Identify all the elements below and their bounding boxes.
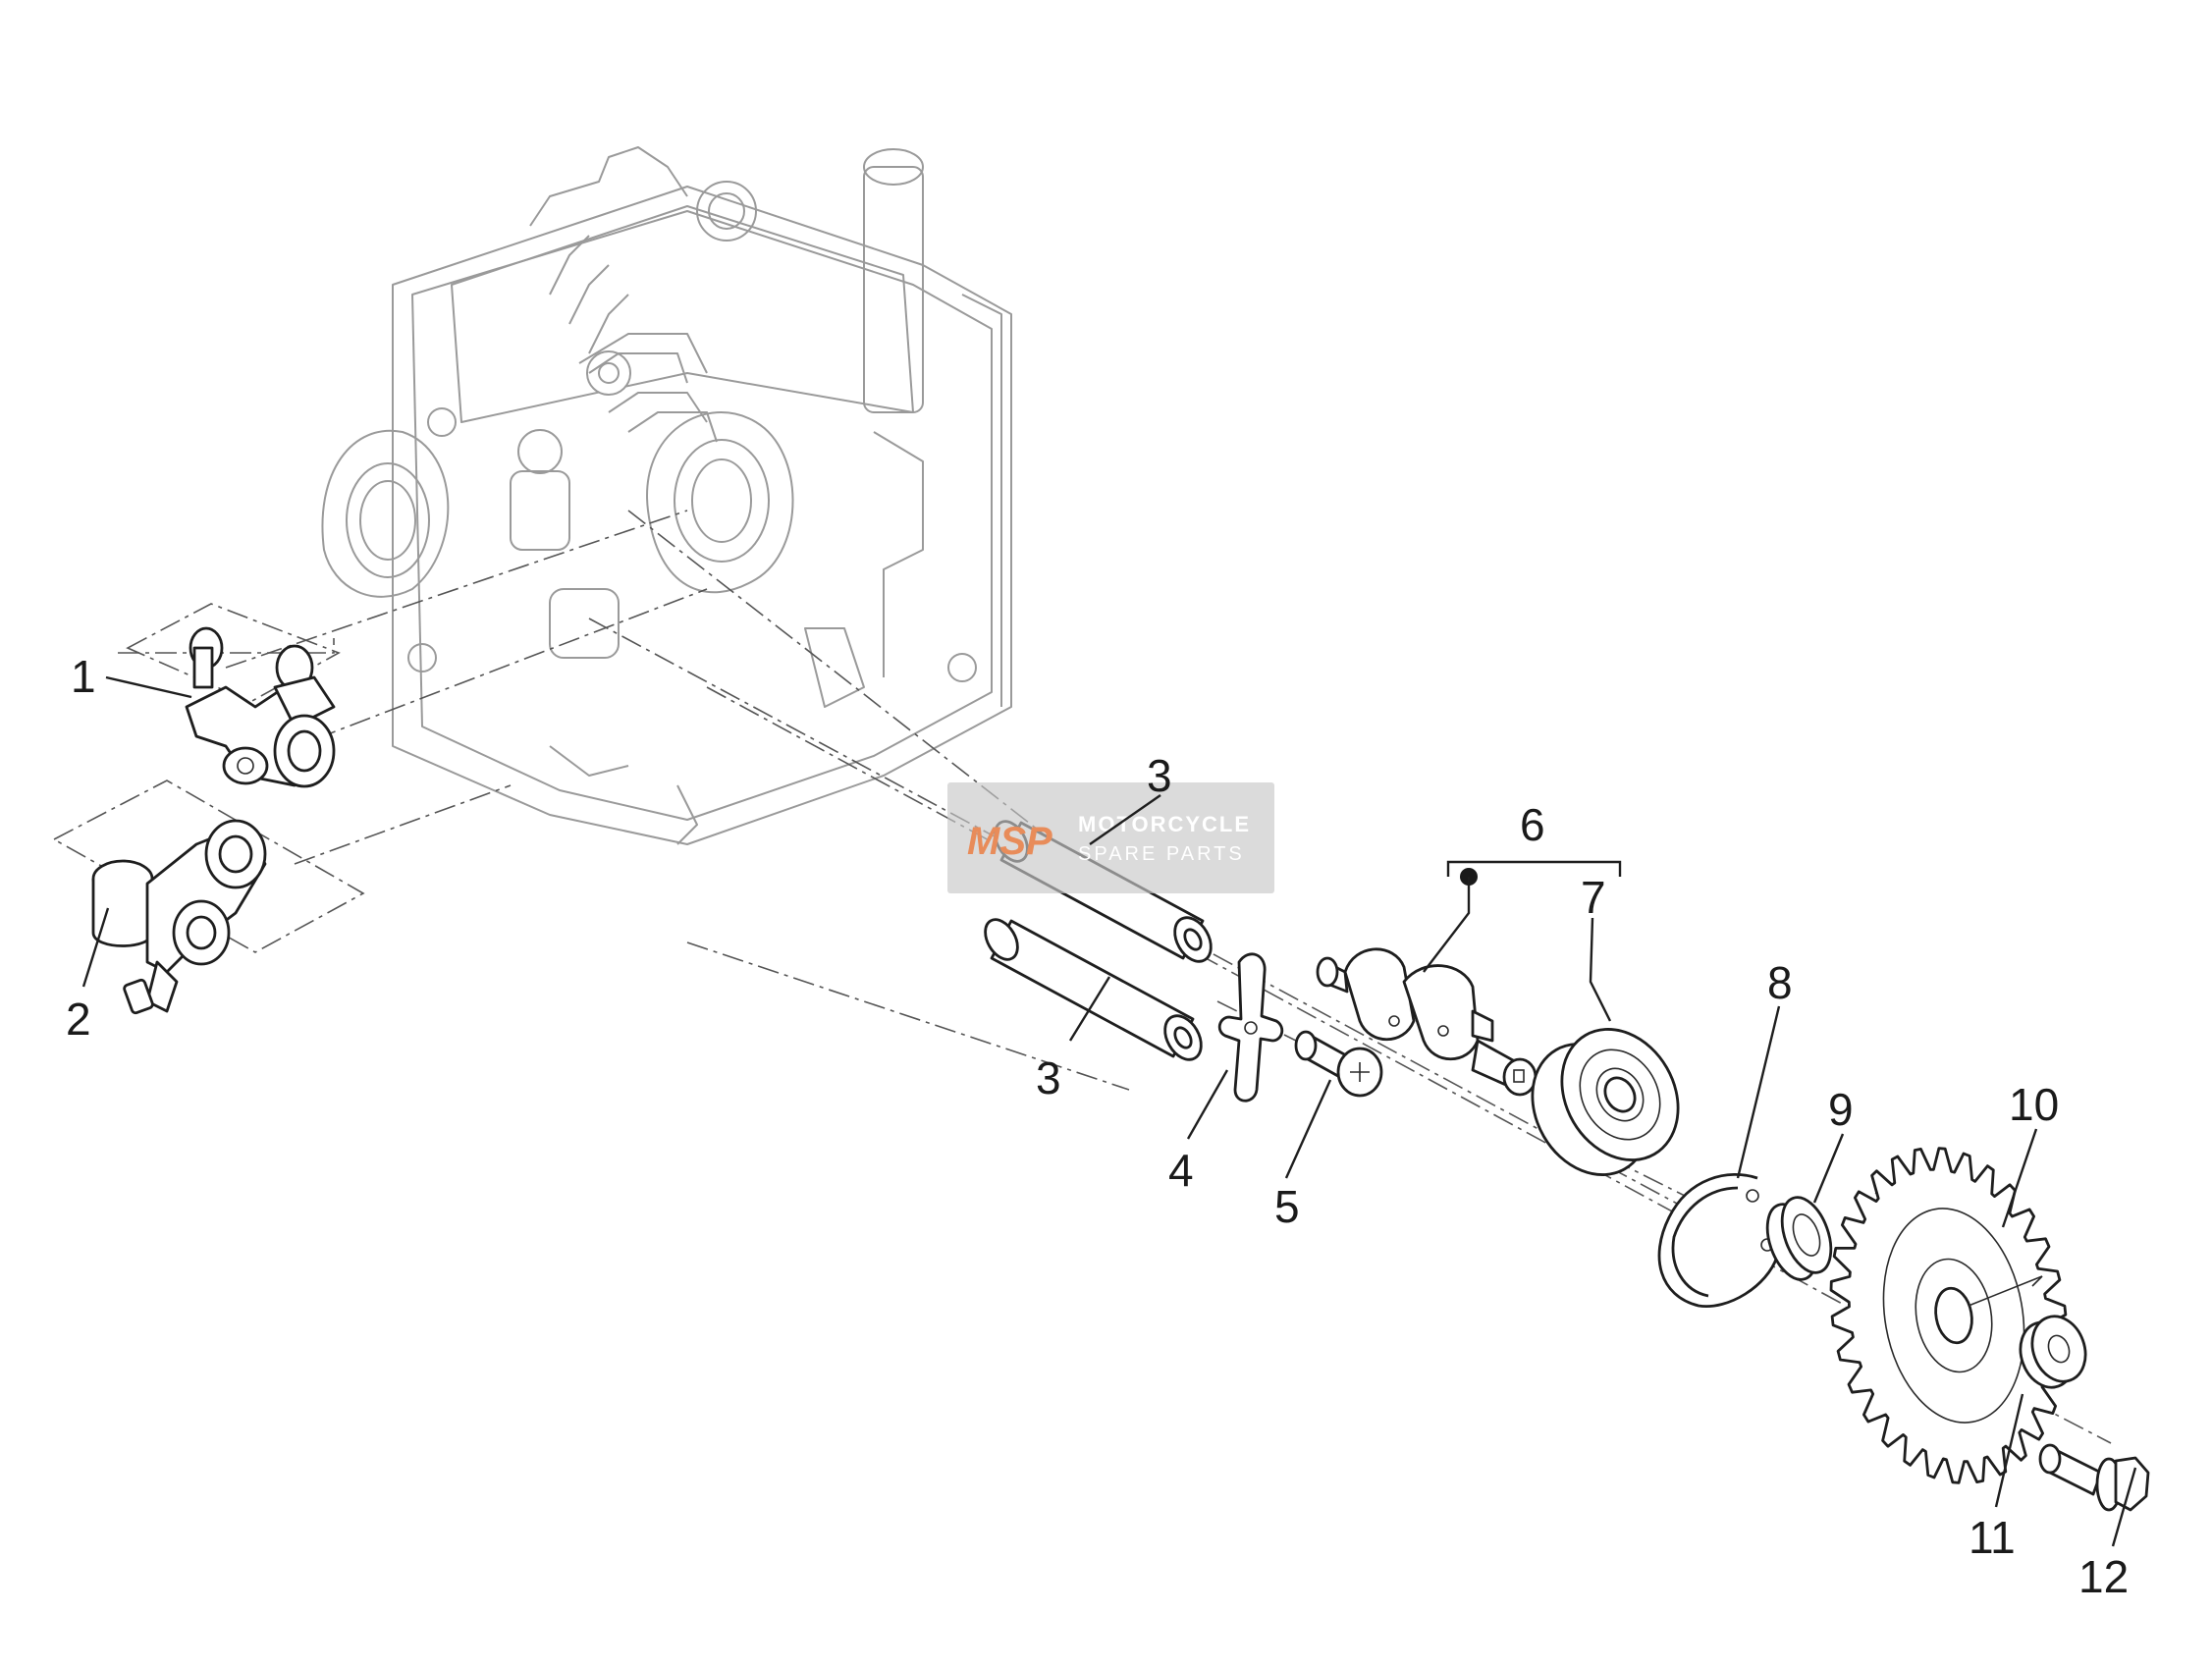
retaining-plate	[1217, 952, 1284, 1102]
bearing	[1531, 1028, 1680, 1176]
callout-3-upper: 3	[1147, 750, 1172, 801]
callout-9: 9	[1828, 1084, 1854, 1135]
callout-7: 7	[1581, 872, 1606, 923]
watermark-logo: MSP	[967, 820, 1052, 863]
watermark-line2: SPARE PARTS	[1078, 843, 1245, 865]
callout-2: 2	[66, 994, 91, 1045]
circlip	[1657, 1173, 1779, 1309]
watermark-line1: MOTORCYCLE	[1078, 812, 1251, 836]
callout-12: 12	[2078, 1551, 2129, 1602]
rocker-shaft-lower	[984, 918, 1203, 1061]
callout-8: 8	[1767, 957, 1793, 1008]
washer	[2019, 1315, 2087, 1389]
rocker-arm-upper	[185, 626, 336, 788]
callout-5: 5	[1274, 1181, 1300, 1232]
watermark: MSP MOTORCYCLE SPARE PARTS	[947, 782, 1274, 893]
sprocket	[1829, 1147, 2069, 1484]
callout-4: 4	[1168, 1145, 1194, 1196]
flange-bolt	[2038, 1443, 2150, 1512]
callout-numbers: 1 2 3 3 4 5 6 7 8 9 10 11 12	[66, 651, 2129, 1602]
screw	[1294, 1030, 1383, 1098]
camshaft	[1316, 947, 1538, 1097]
spacer-washer	[1765, 1196, 1833, 1281]
callout-3-lower: 3	[1036, 1052, 1061, 1103]
callout-10: 10	[2009, 1079, 2059, 1130]
cylinder-head	[321, 146, 1012, 845]
callout-6: 6	[1520, 799, 1545, 850]
callout-1: 1	[71, 651, 96, 702]
rocker-arm-lower	[91, 819, 267, 1015]
callout-11: 11	[1969, 1512, 2016, 1563]
leader-lines	[81, 675, 2137, 1547]
